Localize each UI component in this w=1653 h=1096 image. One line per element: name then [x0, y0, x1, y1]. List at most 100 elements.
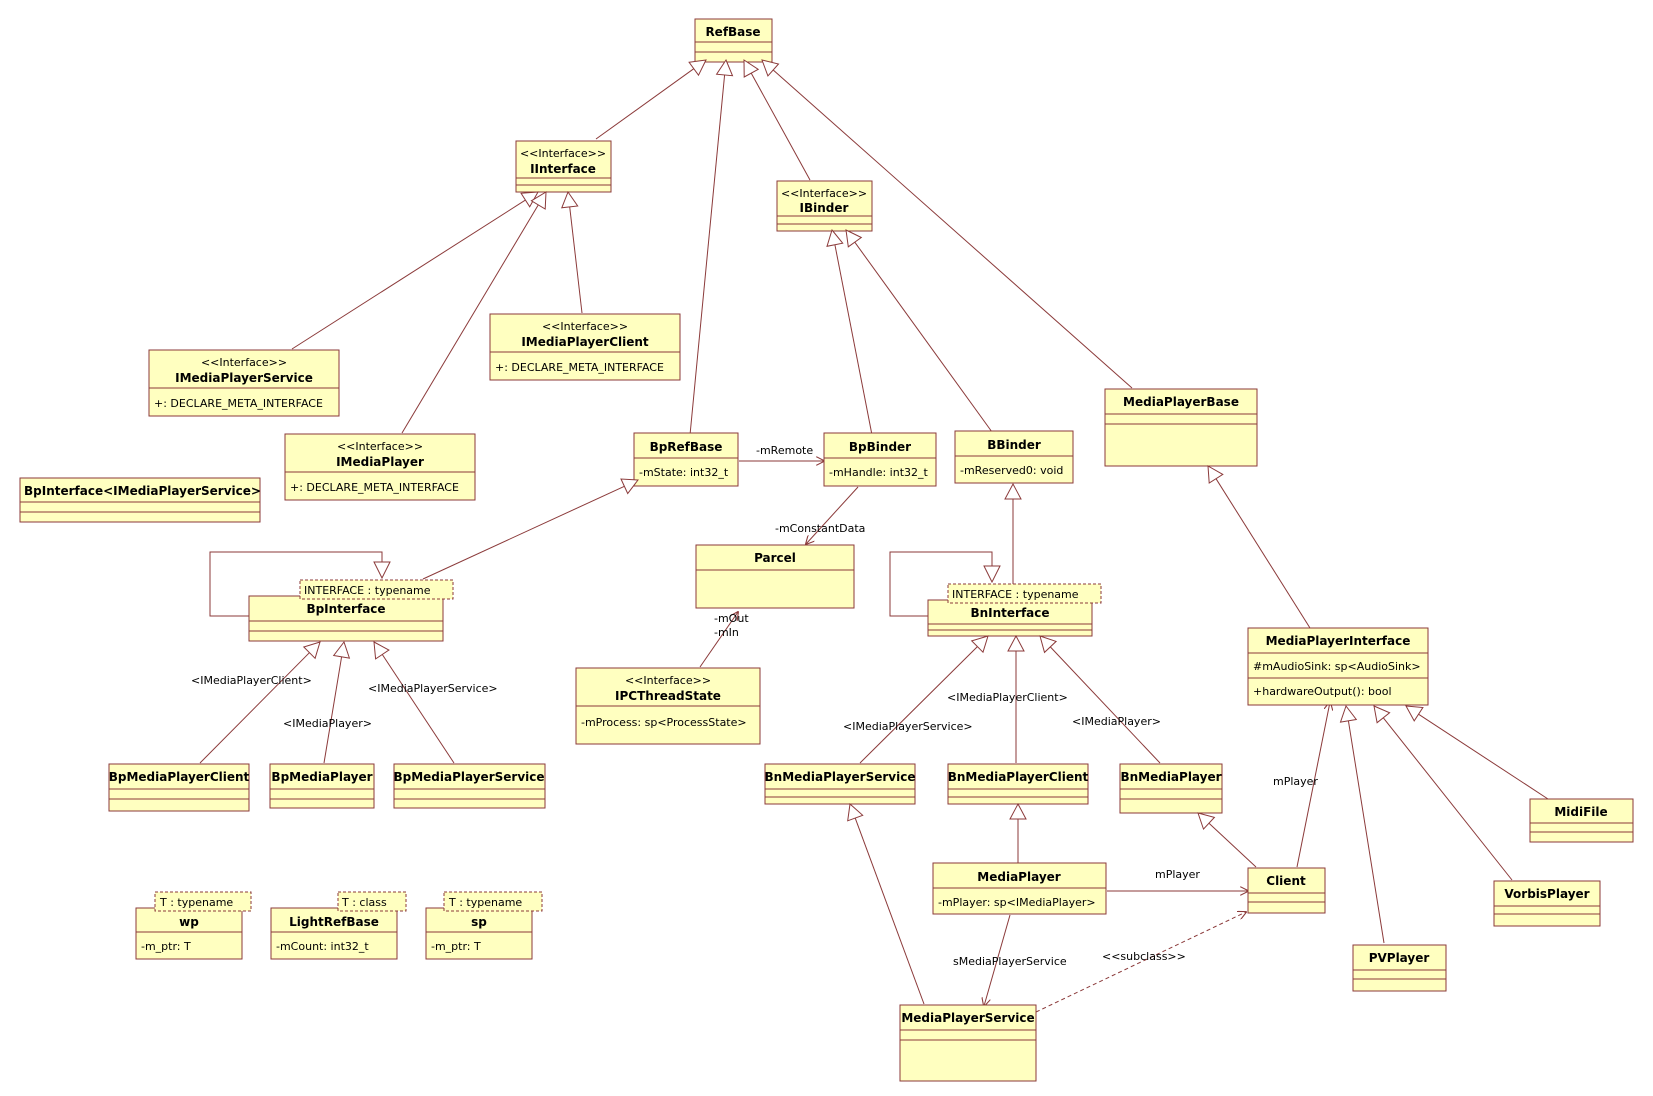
class-lightrefbase-template: T : class — [341, 896, 387, 909]
class-ibinder-stereotype: <<Interface>> — [781, 187, 867, 200]
class-mediaplayerbase[interactable]: MediaPlayerBase — [1104, 388, 1258, 467]
class-bnmediaplayerservice[interactable]: BnMediaPlayerService — [764, 763, 916, 805]
edge-imediaplayerservice-iinterface — [291, 199, 526, 350]
classes: RefBase <<Interface>> IInterface <<Inter… — [19, 18, 1634, 1082]
label-min: -mIn — [714, 626, 739, 639]
edge-mediaplayer-mediaplayerservice — [984, 914, 1011, 1006]
class-wp-name: wp — [179, 915, 199, 929]
class-bnmediaplayer[interactable]: BnMediaPlayer — [1119, 763, 1223, 814]
class-ibinder[interactable]: <<Interface>> IBinder — [776, 180, 873, 232]
class-wp-attr: -m_ptr: T — [141, 940, 191, 953]
class-bnmediaplayerclient[interactable]: BnMediaPlayerClient — [947, 763, 1089, 805]
class-bpmediaplayerservice[interactable]: BpMediaPlayerService — [393, 763, 546, 809]
class-mediaplayerbase-name: MediaPlayerBase — [1123, 395, 1239, 409]
edge-iinterface-refbase-head — [688, 59, 707, 77]
class-bpmediaplayer[interactable]: BpMediaPlayer — [269, 763, 375, 809]
edge-bnmediaplayer-bninterface-head — [1039, 635, 1058, 654]
edge-midifile-mediaplayerinterface — [1418, 713, 1549, 800]
edge-bbinder-ibinder — [854, 241, 993, 433]
class-imediaplayerclient-attr: +: DECLARE_META_INTERFACE — [495, 361, 664, 374]
class-midifile[interactable]: MidiFile — [1529, 798, 1634, 843]
edge-bprefbase-refbase-head — [715, 58, 734, 77]
class-mediaplayerinterface[interactable]: MediaPlayerInterface #mAudioSink: sp<Aud… — [1247, 627, 1429, 706]
label-smediaplayerservice: sMediaPlayerService — [953, 955, 1067, 968]
label-bp-imediaplayerservice: <IMediaPlayerService> — [368, 682, 498, 695]
class-mediaplayer-name: MediaPlayer — [977, 870, 1060, 884]
class-bninterface-template: INTERFACE : typename — [952, 588, 1079, 601]
class-mediaplayerinterface-op: +hardwareOutput(): bool — [1253, 685, 1392, 698]
class-bpmediaplayerclient[interactable]: BpMediaPlayerClient — [108, 763, 250, 812]
class-imediaplayer[interactable]: <<Interface>> IMediaPlayer +: DECLARE_ME… — [284, 433, 476, 501]
class-bprefbase[interactable]: BpRefBase -mState: int32_t — [633, 432, 739, 487]
edge-ibinder-refbase — [750, 72, 811, 181]
edge-bnmediaplayerservice-bninterface — [859, 646, 978, 764]
edge-bpmediaplayer-bpinterface — [323, 656, 343, 764]
class-bprefbase-name: BpRefBase — [650, 440, 723, 454]
class-wp-template: T : typename — [159, 896, 233, 909]
class-mediaplayerservice-name: MediaPlayerService — [901, 1011, 1034, 1025]
edge-mediaplayerservice-bnmediaplayerservice — [854, 817, 925, 1005]
label-mout: -mOut — [714, 612, 749, 625]
edge-bnmediaplayerclient-bninterface-head — [1007, 634, 1025, 652]
class-bpbinder[interactable]: BpBinder -mHandle: int32_t — [823, 432, 937, 487]
label-bn-imediaplayerclient: <IMediaPlayerClient> — [947, 691, 1068, 704]
edge-bninterface-self-head — [983, 565, 1001, 584]
edge-mediaplayerbase-refbase — [772, 69, 1133, 389]
class-ibinder-name: IBinder — [800, 201, 849, 215]
class-bbinder[interactable]: BBinder -mReserved0: void — [954, 430, 1074, 484]
class-sp[interactable]: sp -m_ptr: T T : typename — [425, 891, 543, 960]
edge-bpbinder-ibinder — [834, 244, 873, 436]
class-mediaplayerservice[interactable]: MediaPlayerService — [899, 1004, 1037, 1082]
class-ipcthreadstate[interactable]: <<Interface>> IPCThreadState -mProcess: … — [575, 667, 761, 745]
edge-client-bnmediaplayer — [1208, 822, 1257, 868]
class-vorbisplayer[interactable]: VorbisPlayer — [1493, 880, 1601, 927]
edge-mediaplayerinterface-mediaplayerbase-head — [1207, 465, 1224, 484]
class-bpmediaplayer-name: BpMediaPlayer — [271, 770, 372, 784]
label-mplayer-upper: mPlayer — [1273, 775, 1318, 788]
class-bpinterface[interactable]: BpInterface INTERFACE : typename — [248, 579, 454, 642]
class-bpbinder-attr: -mHandle: int32_t — [829, 466, 929, 479]
class-lightrefbase-attr: -mCount: int32_t — [276, 940, 369, 953]
class-mediaplayer[interactable]: MediaPlayer -mPlayer: sp<IMediaPlayer> — [932, 862, 1107, 915]
edge-bpmediaplayerclient-bpinterface — [199, 652, 310, 764]
edge-ibinder-refbase-head — [743, 59, 760, 78]
edge-mediaplayerservice-bnmediaplayerservice-head — [847, 803, 864, 822]
class-refbase[interactable]: RefBase — [694, 18, 773, 63]
class-bpinterface-imediaplayerservice-name: BpInterface<IMediaPlayerService> — [24, 484, 261, 498]
edge-bprefbase-refbase — [689, 74, 726, 436]
class-bninterface[interactable]: BnInterface INTERFACE : typename — [927, 583, 1102, 637]
class-wp[interactable]: wp -m_ptr: T T : typename — [135, 891, 252, 960]
edge-mediaplayerinterface-mediaplayerbase — [1215, 478, 1311, 629]
edge-imediaplayerclient-iinterface-head — [561, 190, 579, 209]
label-bp-imediaplayerclient: <IMediaPlayerClient> — [191, 674, 312, 687]
class-pvplayer-name: PVPlayer — [1369, 951, 1430, 965]
class-imediaplayerservice[interactable]: <<Interface>> IMediaPlayerService +: DEC… — [148, 349, 340, 417]
edge-bpinterface-bprefbase-head — [620, 478, 639, 495]
edge-bpbinder-ibinder-head — [826, 228, 844, 247]
class-ipcthreadstate-stereotype: <<Interface>> — [625, 674, 711, 687]
edge-bpmediaplayer-bpinterface-head — [332, 640, 351, 659]
class-bpinterface-imediaplayerservice[interactable]: BpInterface<IMediaPlayerService> — [19, 477, 261, 523]
class-parcel-name: Parcel — [754, 551, 796, 565]
edge-vorbisplayer-mediaplayerinterface-head — [1373, 705, 1391, 724]
class-imediaplayer-attr: +: DECLARE_META_INTERFACE — [290, 481, 459, 494]
class-bpmediaplayerservice-name: BpMediaPlayerService — [393, 770, 544, 784]
class-imediaplayerclient[interactable]: <<Interface>> IMediaPlayerClient +: DECL… — [489, 313, 681, 381]
class-imediaplayerclient-name: IMediaPlayerClient — [521, 335, 649, 349]
class-imediaplayerclient-stereotype: <<Interface>> — [542, 320, 628, 333]
class-bpmediaplayerclient-name: BpMediaPlayerClient — [109, 770, 250, 784]
class-ipcthreadstate-attr: -mProcess: sp<ProcessState> — [581, 716, 747, 729]
class-iinterface[interactable]: <<Interface>> IInterface — [515, 140, 612, 193]
class-parcel[interactable]: Parcel — [695, 544, 855, 609]
edge-bnmediaplayerservice-bninterface-head — [970, 635, 989, 654]
class-lightrefbase[interactable]: LightRefBase -mCount: int32_t T : class — [270, 891, 407, 960]
class-ipcthreadstate-name: IPCThreadState — [615, 689, 721, 703]
class-client[interactable]: Client — [1247, 867, 1326, 914]
edge-imediaplayer-iinterface-head — [530, 191, 547, 210]
edge-vorbisplayer-mediaplayerinterface — [1382, 717, 1513, 881]
class-wp-template-box — [154, 891, 252, 912]
label-mremote: -mRemote — [756, 444, 813, 457]
class-pvplayer[interactable]: PVPlayer — [1352, 944, 1447, 992]
edge-client-mediaplayerinterface — [1296, 702, 1330, 868]
